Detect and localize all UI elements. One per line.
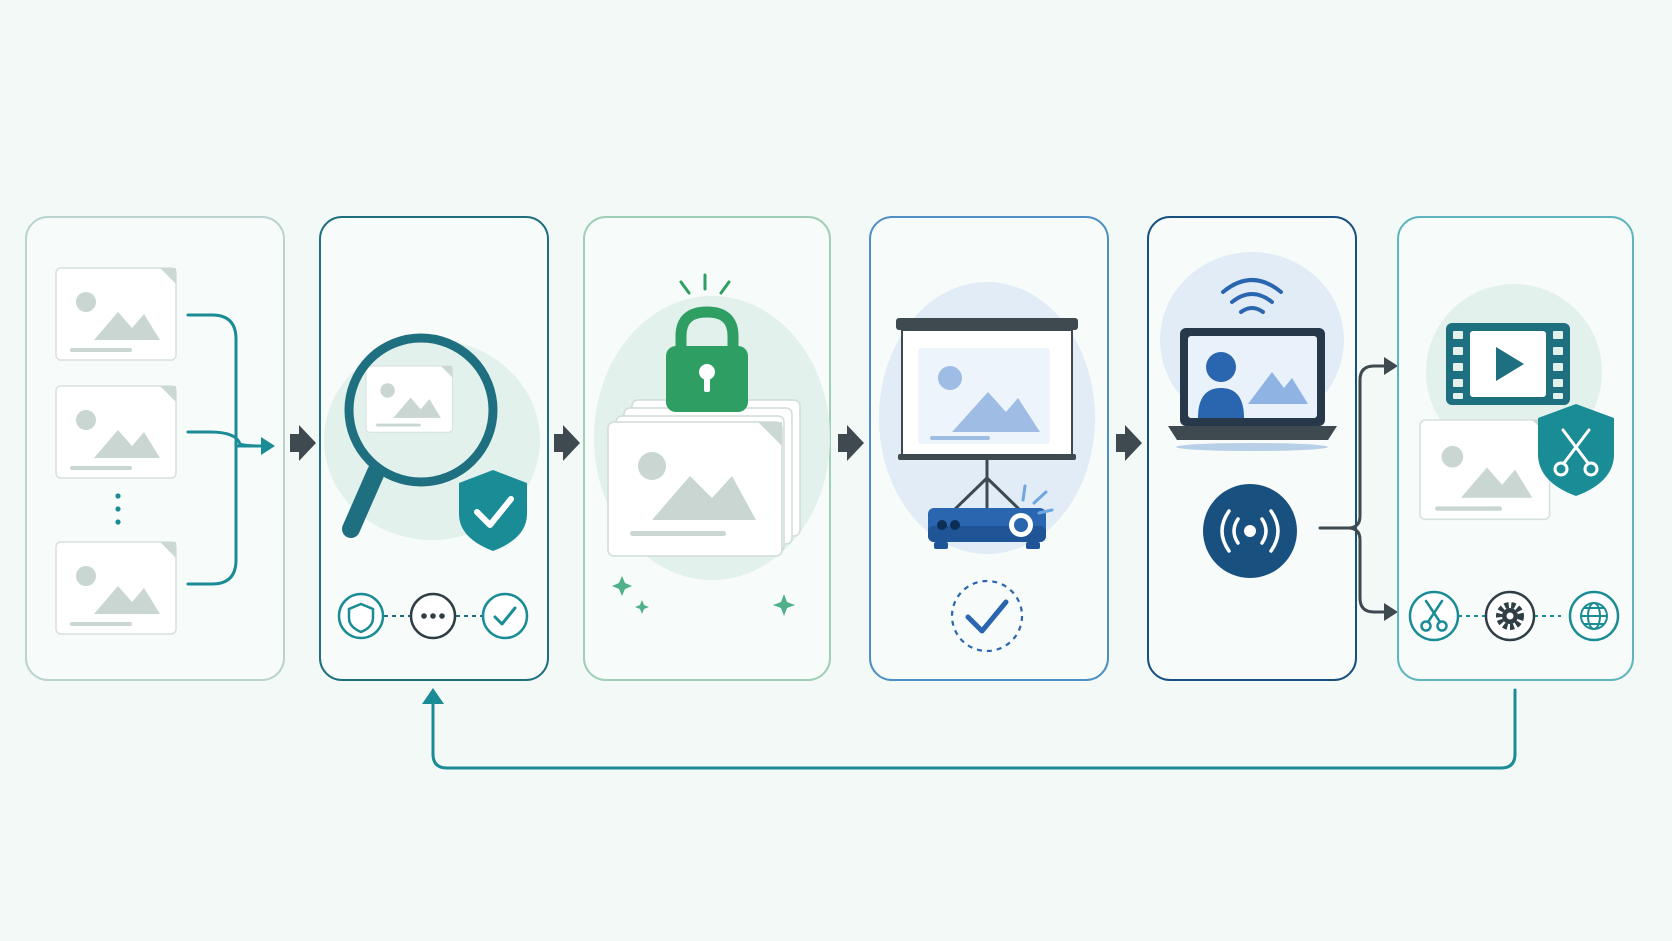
image-file-icon [1419, 419, 1551, 521]
stage-locking [583, 216, 831, 681]
flow-arrow-icon [1116, 425, 1142, 461]
projector-icon [928, 484, 1054, 549]
arrow-head-icon [422, 688, 444, 704]
flow-arrow-icon [290, 425, 316, 461]
laptop-video-call-icon [1168, 328, 1337, 451]
flow-arrow-icon [554, 425, 580, 461]
inspection-step-row [337, 592, 529, 640]
wifi-icon [1221, 278, 1283, 314]
branch-connector [1318, 364, 1388, 614]
stage-projection [869, 216, 1109, 681]
stage-streaming [1147, 216, 1398, 681]
shield-outline-icon [337, 592, 385, 640]
merge-connector [186, 313, 264, 586]
image-file-icon [55, 541, 177, 635]
arrow-head-icon [1384, 357, 1398, 375]
image-file-icon [55, 267, 177, 361]
stage-inspection [319, 216, 549, 681]
gear-icon [1484, 590, 1536, 642]
shield-check-icon [459, 470, 527, 551]
flow-arrow-icon [838, 425, 864, 461]
globe-icon [1568, 590, 1620, 642]
arrow-head-icon [1384, 603, 1398, 621]
padlock-icon [666, 306, 748, 412]
shield-scissors-icon [1538, 404, 1614, 496]
image-file-icon [55, 385, 177, 479]
ellipsis-icon [409, 592, 457, 640]
scissors-icon [1408, 590, 1460, 642]
sparkle-lines-icon [679, 273, 731, 295]
feedback-loop-connector [422, 688, 1517, 770]
magnifier-icon [342, 333, 498, 538]
broadcast-icon [1203, 484, 1297, 578]
checkmark-icon [481, 592, 529, 640]
sparkle-icon [612, 576, 795, 616]
editing-step-row [1408, 590, 1620, 642]
file-stack-icon [607, 399, 801, 557]
ellipsis-vertical-icon [115, 493, 121, 525]
projector-screen-icon [896, 318, 1078, 514]
stage-editing [1397, 216, 1634, 681]
film-strip-icon [1446, 323, 1570, 405]
dashed-checkmark-icon [950, 579, 1024, 653]
stage-source-files [25, 216, 285, 681]
arrow-head-icon [261, 437, 275, 455]
